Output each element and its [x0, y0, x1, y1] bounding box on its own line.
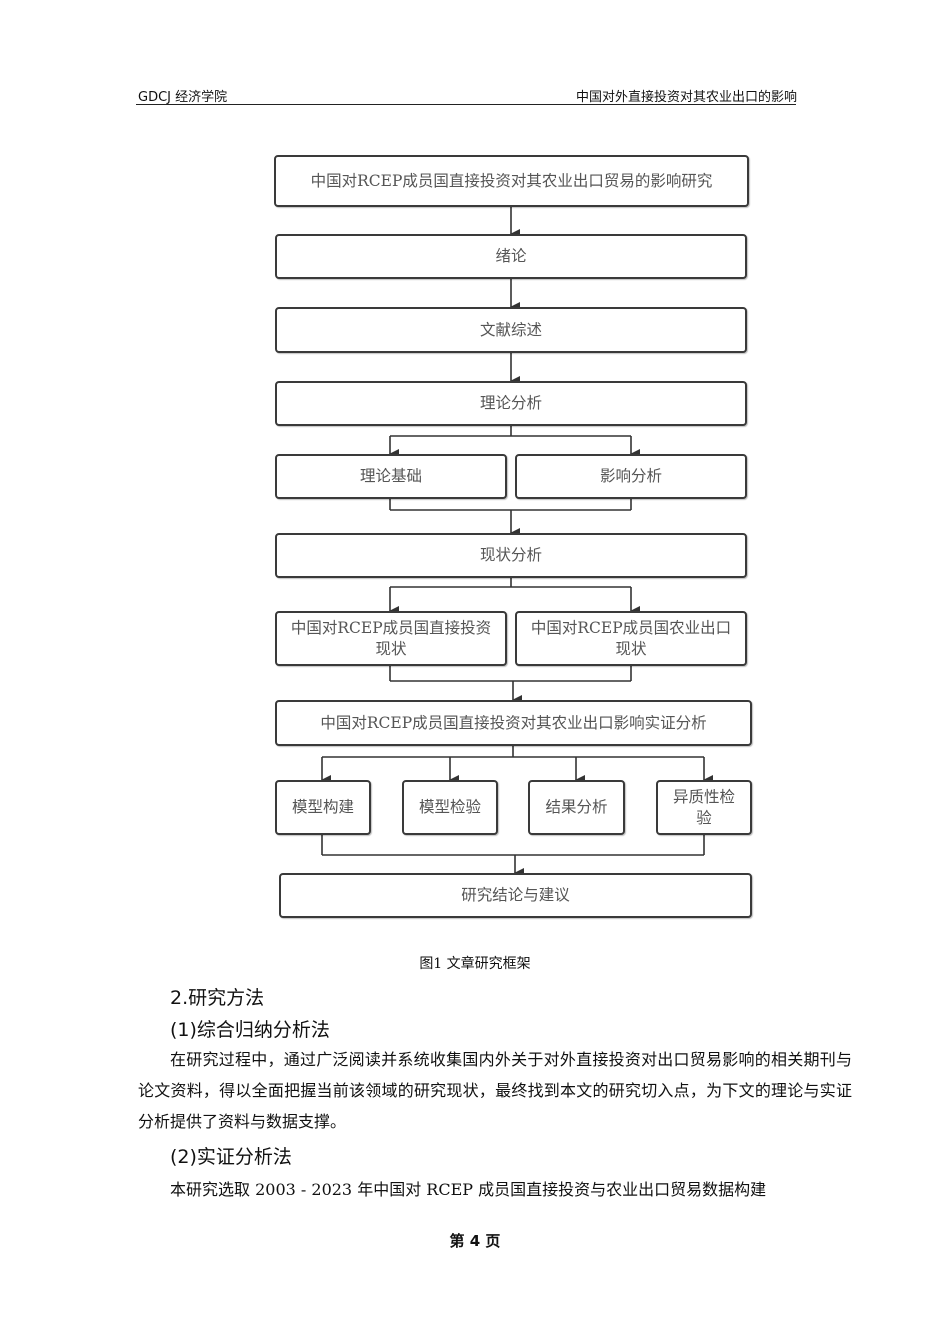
flowchart-theory-box: 理论分析: [275, 381, 747, 426]
header-rule: [136, 104, 796, 105]
flowchart-impact-analysis-box: 影响分析: [515, 454, 747, 499]
subsection-heading-2: (2)实证分析法: [170, 1146, 292, 1168]
flowchart-heterogeneity-line2: 验: [696, 808, 712, 827]
flowchart-status-box: 现状分析: [275, 533, 747, 578]
flowchart-agri-status-line1: 中国对RCEP成员国农业出口: [530, 618, 732, 637]
research-framework-flowchart: 中国对RCEP成员国直接投资对其农业出口贸易的影响研究 绪论 文献综述 理论分析…: [274, 155, 752, 918]
section-heading: 2.研究方法: [170, 987, 265, 1009]
flowchart-ofdi-status-line2: 现状: [375, 639, 407, 658]
flowchart-model-test-box: 模型检验: [402, 780, 498, 835]
flowchart-model-build-box: 模型构建: [275, 780, 371, 835]
flowchart-empirical-box: 中国对RCEP成员国直接投资对其农业出口影响实证分析: [275, 700, 752, 746]
subsection-heading-1: (1)综合归纳分析法: [170, 1019, 330, 1041]
flowchart-heterogeneity-line1: 异质性检: [672, 787, 735, 806]
flowchart-heterogeneity-box: 异质性检 验: [656, 780, 752, 835]
flowchart-intro-box: 绪论: [275, 234, 747, 279]
paragraph-1: 在研究过程中，通过广泛阅读并系统收集国内外关于对外直接投资对出口贸易影响的相关期…: [138, 1050, 852, 1131]
page-number: 第 4 页: [449, 1232, 501, 1250]
flowchart-ofdi-status-line1: 中国对RCEP成员国直接投资: [290, 618, 492, 637]
figure-caption: 图1 文章研究框架: [419, 956, 531, 972]
paragraph-2: 本研究选取 2003 - 2023 年中国对 RCEP 成员国直接投资与农业出口…: [170, 1180, 767, 1199]
flowchart-connectors: [321, 207, 713, 878]
flowchart-title-box: 中国对RCEP成员国直接投资对其农业出口贸易的影响研究: [274, 155, 749, 207]
flowchart-ofdi-status-box: 中国对RCEP成员国直接投资 现状: [275, 611, 507, 666]
flowchart-result-analysis-box: 结果分析: [528, 780, 625, 835]
flowchart-theory-basis-box: 理论基础: [275, 454, 507, 499]
flowchart-agri-status-line2: 现状: [615, 639, 647, 658]
header-left: GDCJ 经济学院: [138, 90, 228, 105]
flowchart-literature-box: 文献综述: [275, 307, 747, 353]
flowchart-agri-status-box: 中国对RCEP成员国农业出口 现状: [515, 611, 747, 666]
header-right: 中国对外直接投资对其农业出口的影响: [575, 90, 797, 105]
flowchart-conclusion-box: 研究结论与建议: [279, 873, 752, 918]
